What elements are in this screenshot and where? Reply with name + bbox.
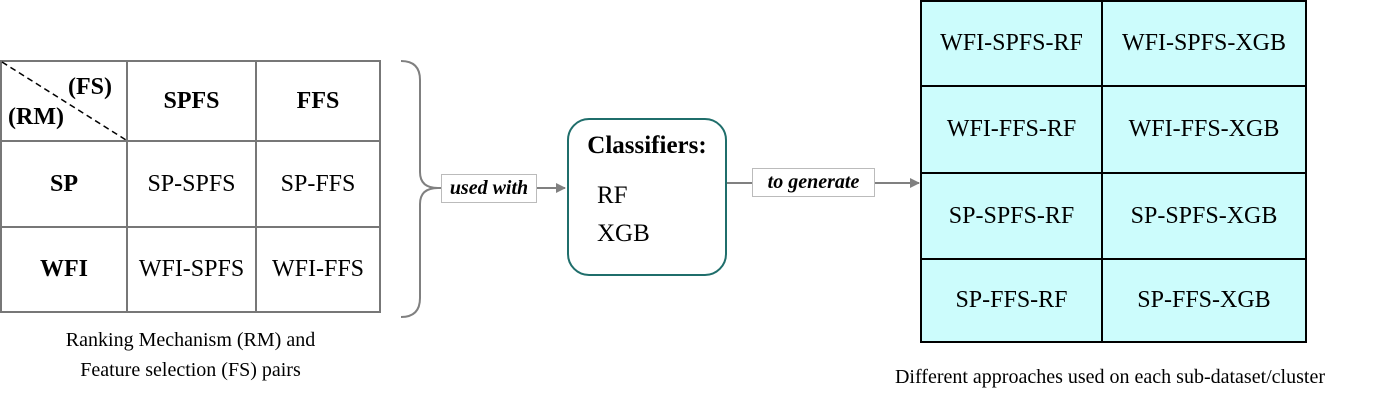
edge-label-used-with: used with: [441, 174, 537, 203]
approach-cell: WFI-FFS-RF: [920, 85, 1103, 174]
pair-cell-wfi-ffs: WFI-FFS: [255, 226, 381, 313]
row-header-sp: SP: [0, 140, 128, 228]
row-header-wfi: WFI: [0, 226, 128, 313]
corner-rm-label: (RM): [8, 104, 64, 130]
approach-cell: SP-SPFS-RF: [920, 172, 1103, 260]
classifier-item-xgb: XGB: [597, 220, 650, 247]
corner-fs-label: (FS): [68, 74, 112, 100]
approach-cell: SP-FFS-RF: [920, 258, 1103, 343]
approach-cell: WFI-SPFS-RF: [920, 0, 1103, 87]
classifier-item-rf: RF: [597, 182, 628, 209]
pair-cell-sp-ffs: SP-FFS: [255, 140, 381, 228]
approach-cell: WFI-FFS-XGB: [1101, 85, 1307, 174]
approach-cell: WFI-SPFS-XGB: [1101, 0, 1307, 87]
approach-cell: SP-FFS-XGB: [1101, 258, 1307, 343]
classifiers-title: Classifiers:: [587, 132, 707, 159]
pair-cell-wfi-spfs: WFI-SPFS: [126, 226, 257, 313]
edge-label-to-generate: to generate: [752, 168, 875, 197]
approaches-grid: WFI-SPFS-RF WFI-SPFS-XGB WFI-FFS-RF WFI-…: [920, 0, 1307, 343]
corner-diagonal: [1, 61, 127, 141]
column-header-ffs: FFS: [255, 60, 381, 142]
pair-cell-sp-spfs: SP-SPFS: [126, 140, 257, 228]
pair-table-caption: Ranking Mechanism (RM) and Feature selec…: [0, 325, 381, 385]
classifiers-box: Classifiers: RF XGB: [567, 118, 727, 276]
corner-header-cell: (FS) (RM): [0, 60, 128, 142]
curly-brace: [400, 60, 439, 318]
pair-caption-line-1: Ranking Mechanism (RM) and: [65, 329, 316, 351]
approaches-caption: Different approaches used on each sub-da…: [894, 366, 1325, 388]
pair-caption-line-2: Feature selection (FS) pairs: [80, 359, 301, 381]
rm-fs-pair-table: (FS) (RM) SPFS FFS SP SP-SPFS SP-FFS WFI…: [0, 60, 381, 313]
approach-cell: SP-SPFS-XGB: [1101, 172, 1307, 260]
column-header-spfs: SPFS: [126, 60, 257, 142]
